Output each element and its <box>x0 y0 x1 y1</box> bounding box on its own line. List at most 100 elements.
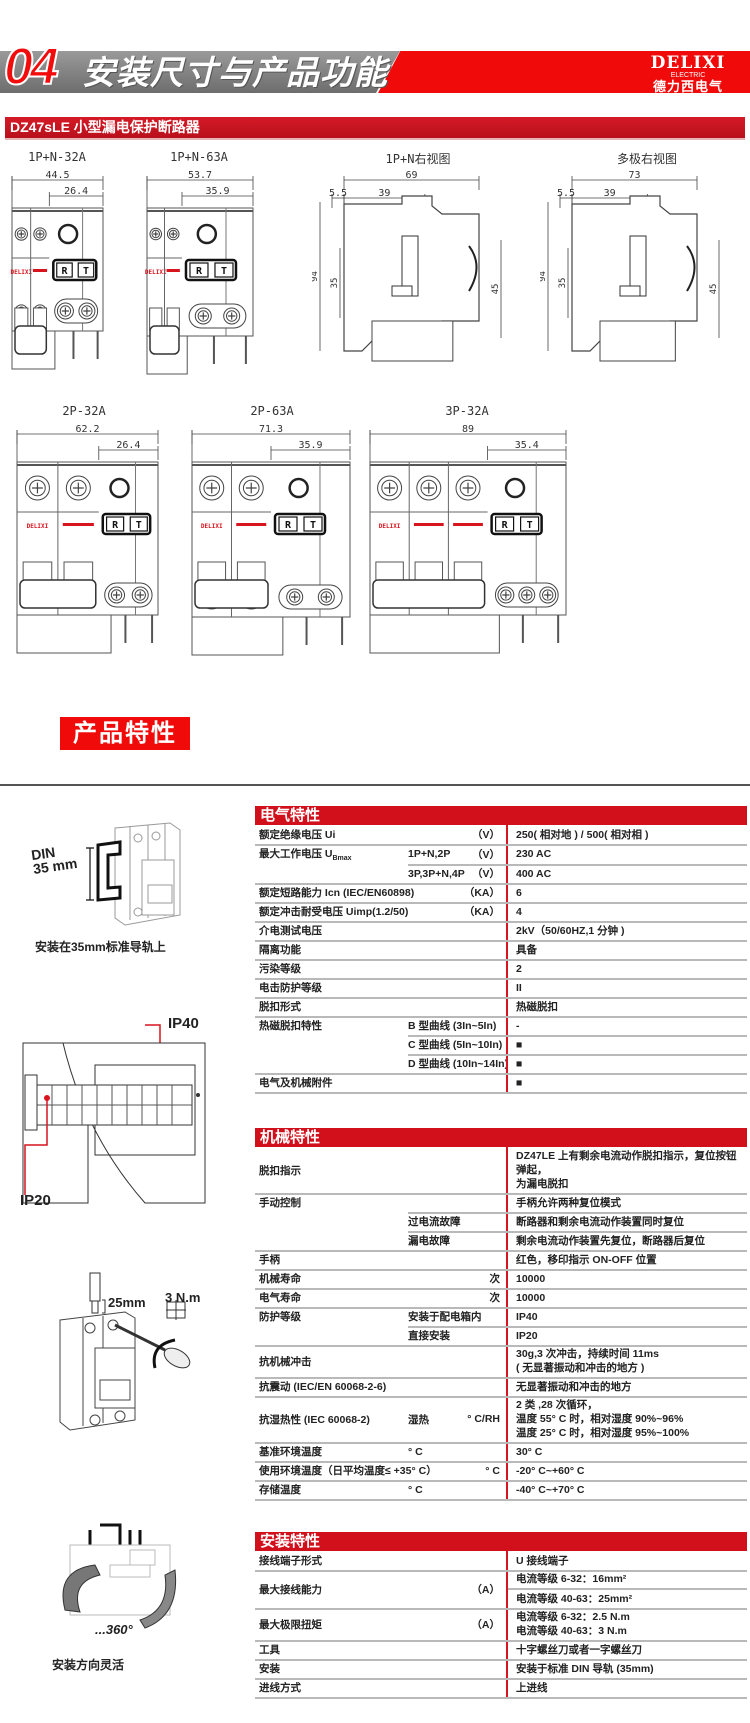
row-label: 存储温度 <box>255 1482 408 1497</box>
row-unit: （V） <box>471 848 500 861</box>
features-heading: 产品特性 <box>60 717 190 750</box>
table-row: 工具十字螺丝刀或者一字螺丝刀 <box>255 1640 747 1659</box>
header-gray-band <box>0 51 400 93</box>
row-label-text: 接线端子形式 <box>259 1555 322 1567</box>
drawing-title-1p-n-63a: 1P+N-63A <box>170 150 228 164</box>
table-row: 3P,3P+N,4P（V）400 AC <box>255 864 747 884</box>
connection-pins <box>124 615 154 643</box>
row-unit: ° C/RH <box>467 1413 500 1425</box>
screw-cross-icon <box>462 482 474 494</box>
test-button <box>303 516 323 532</box>
row-label: 基准环境温度 <box>255 1444 408 1459</box>
overall-width-dimension-label: 62.2 <box>75 424 99 435</box>
table-row: 电气及机械附件 ■ <box>255 1073 747 1095</box>
row-label: 污染等级 <box>255 961 408 976</box>
row-value-cell: 30g,3 次冲击，持续时间 11ms( 无显著振动和冲击的地方 ) <box>506 1345 747 1377</box>
row-label-cell: 脱扣指示 <box>255 1147 506 1193</box>
red-indicator-bar <box>236 523 267 526</box>
row-label-cell: 介电测试电压 <box>255 921 506 940</box>
row-value: 红色，移印指示 ON-OFF 位置 <box>516 1253 657 1266</box>
test-button-letter: T <box>527 520 533 531</box>
row-label-cell: 脱扣形式 <box>255 997 506 1016</box>
row-value: 无显著振动和冲击的地方 <box>516 1380 632 1393</box>
table-row: 接线端子形式 U 接线端子 <box>255 1551 747 1570</box>
row-label-cell: 基准环境温度° C <box>255 1442 506 1461</box>
screw-cross-icon <box>199 312 207 320</box>
screw-cross-icon <box>61 307 70 315</box>
row-label-text: 抗机械冲击 <box>259 1355 312 1368</box>
overall-width-dimension-label: 44.5 <box>45 170 69 181</box>
screw-cross-icon <box>228 312 236 320</box>
overall-width-dimension-label: 71.3 <box>259 424 283 435</box>
table-row: 过电流故障断路器和剩余电流动作装置同时复位 <box>255 1212 747 1231</box>
delixi-mark: DELIXI <box>201 523 223 530</box>
screw-cross-icon <box>83 307 91 315</box>
row-value: 为漏电脱扣 <box>516 1178 569 1190</box>
row-label-cell: 电气寿命次 <box>255 1288 506 1307</box>
row-value: 230 AC <box>516 848 552 861</box>
row-label: 电气及机械附件 <box>255 1075 408 1090</box>
row-sub-label: 直接安装 <box>408 1330 450 1342</box>
row-unit: （A） <box>471 1618 500 1631</box>
mid-dimension-label: 39 <box>604 188 616 199</box>
table-heading: 安装特性 <box>255 1532 747 1551</box>
row-value: U 接线端子 <box>516 1554 569 1567</box>
table-row: 额定绝缘电压 Ui（V）250( 相对地 ) / 500( 相对相 ) <box>255 825 747 844</box>
height-dimension-label: 94 <box>312 271 320 282</box>
row-label-text: 手柄 <box>259 1254 280 1266</box>
row-value: 400 AC <box>516 867 552 880</box>
row-label-cell: 电击防护等级 <box>255 978 506 997</box>
row-label-text: 脱扣指示 <box>259 1164 301 1177</box>
row-sub-label: 湿热 <box>408 1413 429 1426</box>
row-value-cell: 10000 <box>506 1269 747 1288</box>
row-label: 额定冲击耐受电压 Uimp(1.2/50) <box>255 904 408 919</box>
row-label-text: 介电测试电压 <box>259 925 322 938</box>
row-label: 介电测试电压 <box>255 923 408 938</box>
side-label <box>619 285 641 297</box>
row-unit: ° C <box>485 1464 500 1477</box>
row-value-cell: 6 <box>506 883 747 903</box>
row-value-cell: 230 AC <box>506 844 747 865</box>
row-sub-label: C 型曲线 (5In~10In) <box>408 1039 503 1052</box>
rcd-side-body <box>599 320 676 362</box>
table-row: 使用环境温度（日平均温度≤ +35° C）° C-20° C~+60° C <box>255 1461 747 1480</box>
row-label-cell: 最大接线能力（A） <box>255 1570 506 1608</box>
row-label-cell: 电气及机械附件 <box>255 1073 506 1092</box>
row-label-text: 手动控制 <box>259 1197 301 1209</box>
test-button-letter: T <box>83 266 89 277</box>
product-title-bar: DZ47sLE 小型漏电保护断路器 <box>5 117 745 140</box>
row-label: 防护等级 <box>255 1309 408 1324</box>
row-value: 250( 相对地 ) / 500( 相对相 ) <box>516 828 649 841</box>
offset-dimension-label: 5.5 <box>329 188 347 199</box>
row-value-cell: 具备 <box>506 940 747 960</box>
table-row: 存储温度° C-40° C~+70° C <box>255 1480 747 1501</box>
row-value: ( 无显著振动和冲击的地方 ) <box>516 1362 645 1374</box>
row-value-cell: 400 AC <box>506 864 747 884</box>
section-header: 04 安装尺寸与产品功能 DELIXI ELECTRIC 德力西电气 <box>0 38 750 96</box>
row-label-text: 电气寿命 <box>259 1292 301 1304</box>
drawing-title-2p-32a: 2P-32A <box>62 404 106 418</box>
drawing-title-side-multi: 多极右视图 <box>616 152 678 166</box>
row-value: 上进线 <box>516 1681 548 1694</box>
row-label: 进线方式 <box>255 1680 408 1695</box>
row-value: IP20 <box>516 1329 538 1342</box>
offset-dimension-label: 5.5 <box>557 188 575 199</box>
row-label: 工具 <box>255 1642 408 1657</box>
row-value: 6 <box>516 886 522 899</box>
logo-cn: 德力西电气 <box>652 79 723 94</box>
row-value-cell: U 接线端子 <box>506 1551 747 1570</box>
row-value-cell: ■ <box>506 1073 747 1093</box>
header-red-band <box>378 51 750 93</box>
